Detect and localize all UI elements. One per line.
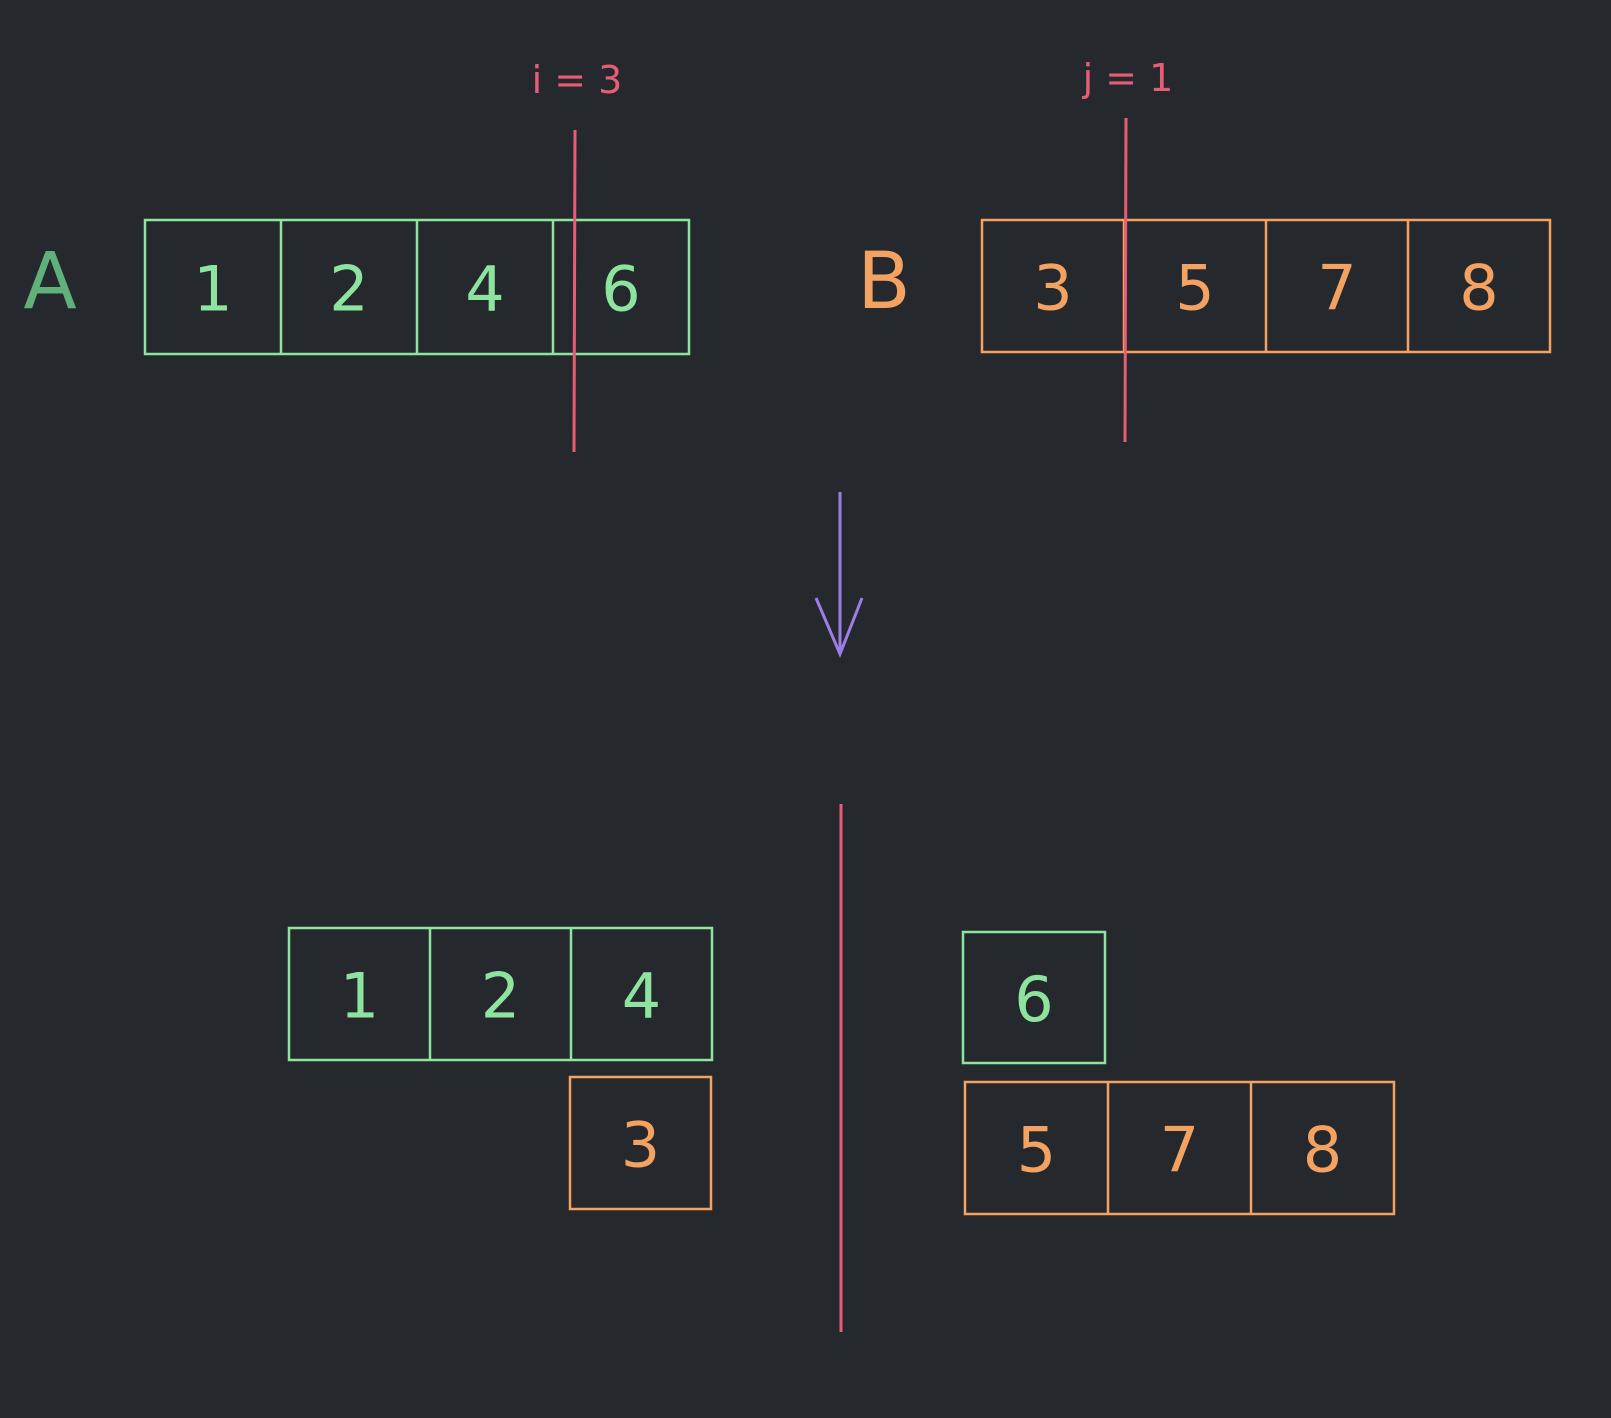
left-half-b: 3 (568, 1075, 713, 1211)
array-b-cell-value: 3 (1033, 252, 1072, 325)
left-b-box (568, 1075, 713, 1211)
array-a: 1 2 4 6 (143, 218, 691, 356)
array-b-cell-value: 5 (1175, 252, 1214, 325)
array-a-cell-value: 6 (601, 253, 640, 326)
right-b-box (963, 1080, 1396, 1216)
array-a-cell-value: 4 (465, 253, 504, 326)
right-a-box (961, 930, 1107, 1065)
right-b-cell-value: 8 (1303, 1114, 1342, 1187)
array-b-cell-value: 8 (1459, 252, 1498, 325)
left-a-cell-value: 2 (481, 960, 520, 1033)
right-half-b: 5 7 8 (963, 1080, 1396, 1216)
right-a-cell-value: 6 (1014, 963, 1053, 1036)
left-a-cell-value: 4 (622, 960, 661, 1033)
array-a-cell-value: 2 (329, 253, 368, 326)
array-a-label: A (23, 237, 76, 327)
left-a-cell-value: 1 (340, 960, 379, 1033)
left-b-cell-value: 3 (621, 1109, 660, 1182)
pointer-i-label: i = 3 (532, 58, 623, 102)
partition-line-j (1123, 117, 1128, 443)
array-b: 3 5 7 8 (980, 218, 1552, 354)
array-b-cell-value: 7 (1317, 252, 1356, 325)
array-b-label: B (857, 237, 911, 327)
pointer-j-label: j = 1 (1082, 56, 1174, 100)
right-b-cell-value: 5 (1017, 1114, 1056, 1187)
down-arrow-icon (814, 492, 864, 658)
right-half-a: 6 (961, 930, 1107, 1065)
array-a-cell-value: 1 (193, 253, 232, 326)
right-b-cell-value: 7 (1160, 1114, 1199, 1187)
partition-line-i (572, 129, 577, 453)
left-a-box (287, 926, 714, 1062)
left-half-a: 1 2 4 (287, 926, 714, 1062)
